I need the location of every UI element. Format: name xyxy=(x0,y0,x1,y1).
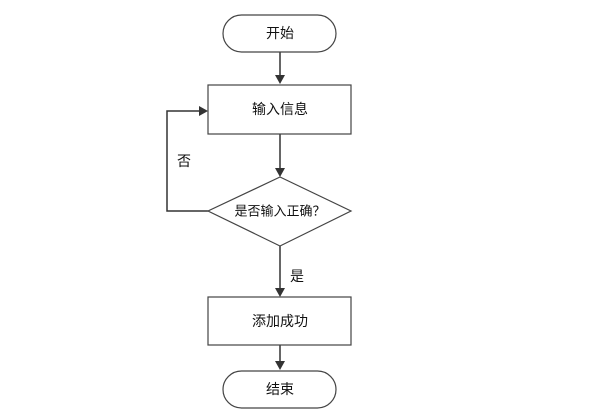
arrowhead-success-to-end xyxy=(275,361,285,370)
arrowhead-decision-to-success-yes xyxy=(275,288,285,297)
edge-label-no: 否 xyxy=(177,154,191,170)
node-input: 输入信息 xyxy=(207,84,352,135)
start-terminator-shape xyxy=(222,14,337,53)
edge-decision-to-input-no xyxy=(166,110,208,212)
input-label: 输入信息 xyxy=(252,101,308,118)
decision-label: 是否输入正确？ xyxy=(234,204,325,220)
node-start: 开始 xyxy=(222,14,337,53)
decision-diamond-shape xyxy=(206,176,353,247)
input-process-shape xyxy=(207,84,352,135)
success-label: 添加成功 xyxy=(252,314,308,330)
edge-label-yes: 是 xyxy=(290,269,304,285)
end-terminator-shape xyxy=(222,370,337,409)
node-success: 添加成功 xyxy=(207,296,352,346)
edges xyxy=(166,52,285,370)
end-label: 结束 xyxy=(266,382,294,398)
start-label: 开始 xyxy=(266,26,294,42)
node-end: 结束 xyxy=(222,370,337,409)
arrowhead-start-to-input xyxy=(275,75,285,84)
node-decision: 是否输入正确？ xyxy=(206,176,353,247)
arrowhead-decision-to-input-no xyxy=(199,106,208,116)
success-process-shape xyxy=(207,296,352,346)
arrowhead-input-to-decision xyxy=(275,168,285,177)
